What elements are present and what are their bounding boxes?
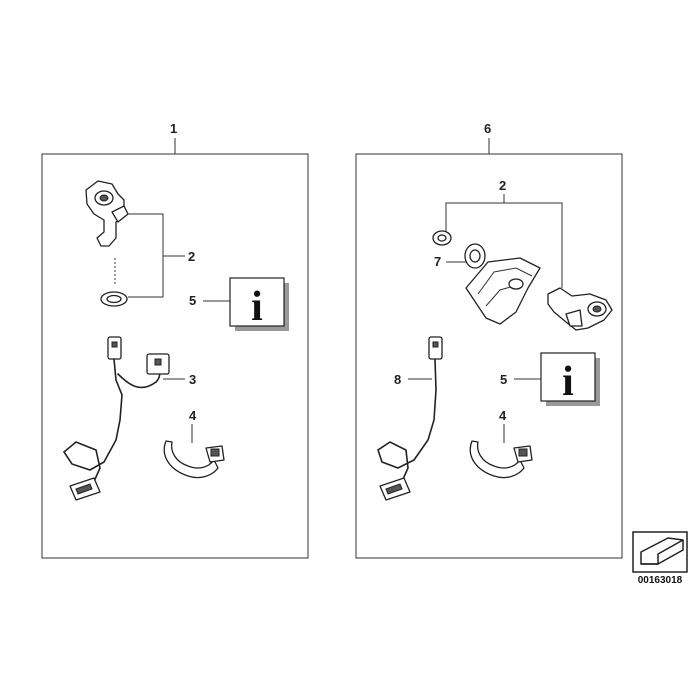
washer-right: [432, 230, 452, 246]
kit-right: 6 2 7: [355, 121, 623, 559]
wiring-harness-right: [377, 336, 443, 501]
reference-badge: 00163018: [632, 531, 688, 586]
callout-right-info: 5: [500, 372, 507, 387]
callout-left-socket-bracket: [128, 213, 164, 298]
info-icon: i: [540, 352, 600, 406]
callout-left-socket: 2: [188, 249, 195, 264]
kit-right-frame: [355, 153, 623, 559]
callout-left-harness: 3: [189, 372, 196, 387]
callout-right-harness: 8: [394, 372, 401, 387]
washer-left: [100, 291, 128, 307]
power-socket-right: [547, 287, 613, 331]
kit-left-frame: [41, 153, 309, 559]
info-icon: i: [229, 277, 289, 331]
seal-ring-right: [464, 243, 486, 269]
info-glyph-left: i: [251, 284, 263, 330]
callout-left-strap: 4: [189, 408, 197, 423]
cable-strap-right: [469, 440, 533, 479]
callout-right-socket: 2: [499, 178, 506, 193]
callout-right-socket-bracket: [445, 194, 563, 288]
callout-left-info: 5: [189, 293, 196, 308]
power-socket-left: [85, 180, 129, 247]
cable-strap-left: [163, 440, 225, 479]
kit-right-number: 6: [484, 121, 491, 136]
kit-left: 1 2 5 i: [41, 121, 309, 559]
kit-left-number: 1: [170, 121, 177, 136]
info-glyph-right: i: [562, 359, 574, 405]
reference-number: 00163018: [638, 575, 683, 586]
arrow-icon: [640, 537, 684, 565]
wiring-harness-left: [62, 336, 170, 501]
callout-right-strap: 4: [499, 408, 507, 423]
callout-right-washer: 7: [434, 254, 441, 269]
mounting-panel: [465, 257, 541, 325]
